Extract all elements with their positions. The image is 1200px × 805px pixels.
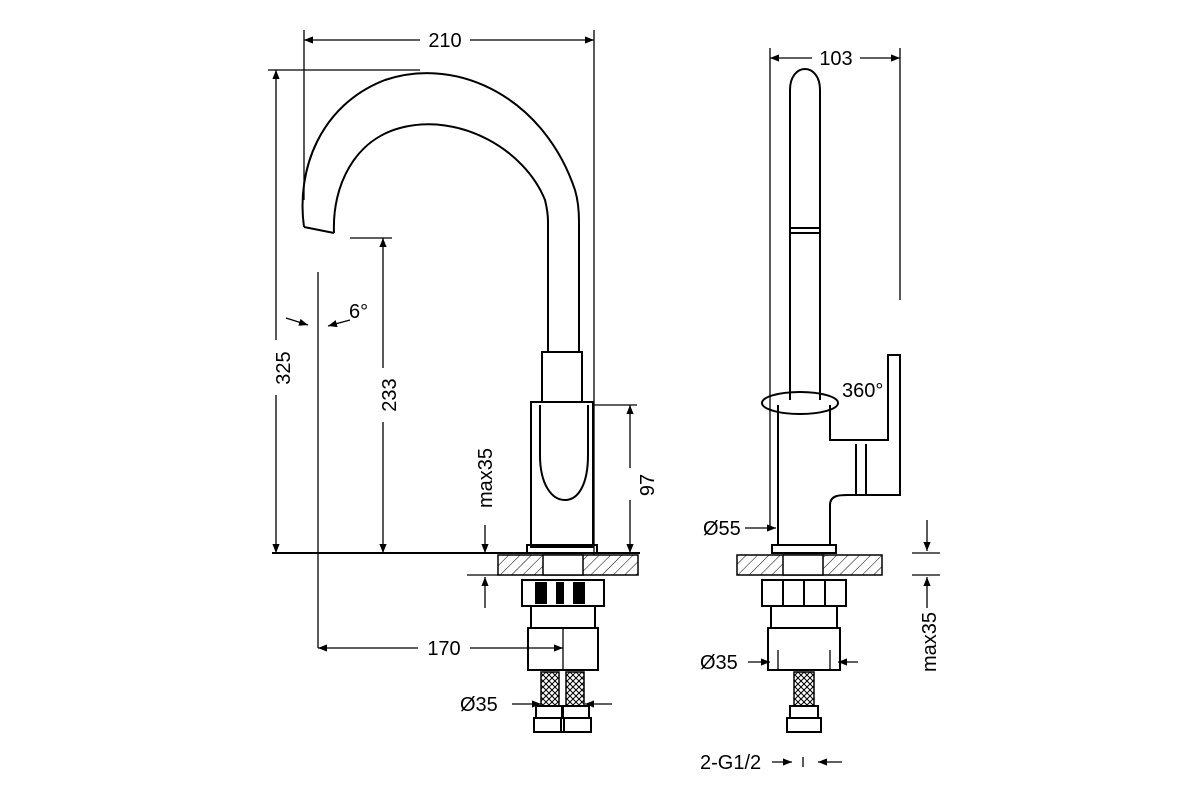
dim-width-label: 210 [428,30,461,52]
dim-body-height-97: 97 [593,404,659,553]
spout [301,72,580,352]
side-view: 210 325 233 6° [268,30,659,733]
dim-hole-diameter-front-label: Ø35 [700,652,738,674]
dim-hole-diameter-label: Ø35 [460,694,498,716]
dim-width-front-label: 103 [819,48,852,70]
dim-rotation-label: 360° [842,380,883,402]
dim-reach-170: 170 [318,638,563,660]
mounting-nut [521,579,605,671]
dim-reach-label: 170 [427,638,460,660]
dim-angle-6: 6° [285,272,368,648]
dim-spout-height-label: 233 [379,378,401,411]
dim-width-210: 210 [303,30,595,555]
countertop-hole-front [782,554,824,576]
dim-spout-height-233: 233 [350,237,401,553]
dim-angle-label: 6° [349,301,368,323]
dim-connection-label: 2-G1/2 [700,752,761,774]
countertop-hole [542,554,584,576]
faucet-body [526,351,598,554]
dim-width-103: 103 [769,48,901,530]
dim-max-thickness-front-label: max35 [919,612,941,672]
spout-front [789,68,821,400]
dim-max-thickness-label: max35 [475,448,497,508]
mounting-nut-front [761,579,847,671]
faucet-body-front [771,354,901,554]
dim-hole-diameter-front: Ø35 [700,652,858,674]
dim-base-diameter: Ø55 [703,518,776,540]
dim-hole-diameter-side: Ø35 [460,694,612,716]
dim-body-height-label: 97 [637,474,659,496]
supply-hose-front [786,671,822,733]
dim-max-thickness-side: max35 [467,448,500,608]
dim-max-thickness-front: max35 [912,520,941,672]
rotation-indicator: 360° [761,380,883,415]
supply-hoses [533,671,592,733]
front-view: 103 360° Ø55 [700,48,941,774]
dim-connection: 2-G1/2 [700,752,842,774]
dim-height-325: 325 [268,69,420,553]
dim-height-total-label: 325 [273,351,295,384]
dim-base-diameter-label: Ø55 [703,518,741,540]
